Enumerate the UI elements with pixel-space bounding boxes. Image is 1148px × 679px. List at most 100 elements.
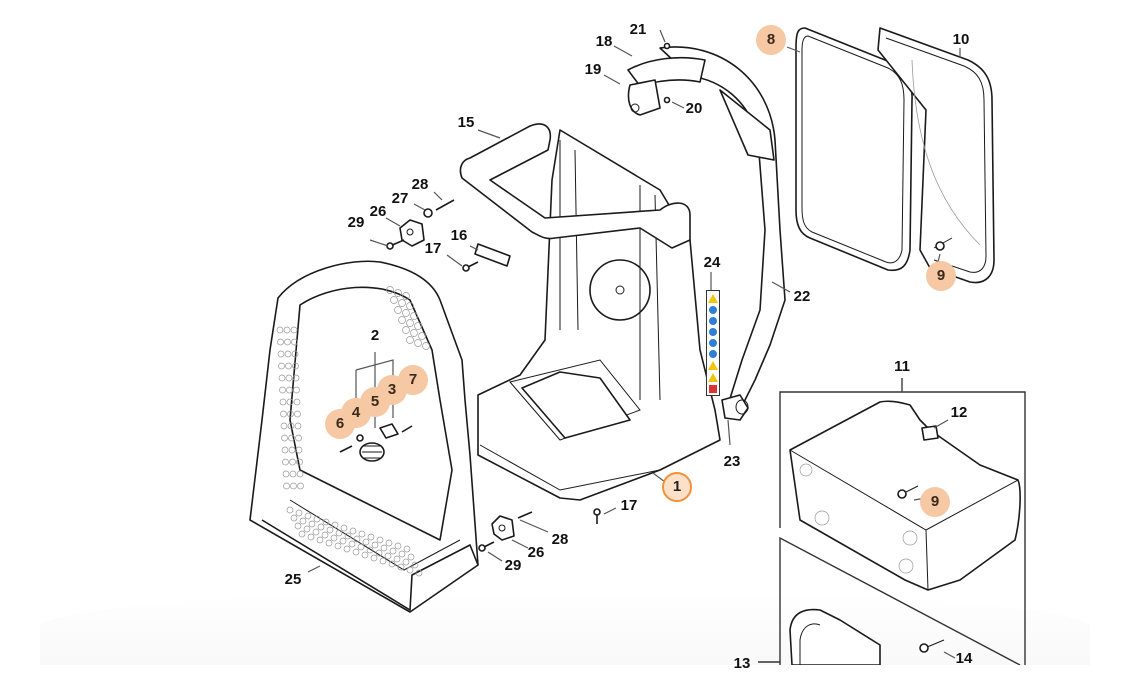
perforation-hole (407, 553, 415, 561)
perforation-hole (325, 539, 333, 547)
perforation-hole (403, 545, 411, 553)
perforation-hole (335, 529, 343, 537)
perforation-hole (280, 422, 288, 430)
callout-17a[interactable]: 17 (424, 240, 442, 257)
callout-24[interactable]: 24 (703, 254, 721, 271)
perforation-hole (316, 536, 324, 544)
perforation-hole (402, 326, 410, 334)
callout-5[interactable]: 5 (360, 387, 390, 417)
part-23-buckle[interactable] (721, 394, 749, 421)
perforation-hole (295, 434, 302, 442)
perforation-hole (295, 509, 303, 517)
callout-25[interactable]: 25 (284, 571, 302, 588)
callout-28a[interactable]: 28 (411, 176, 429, 193)
perforation-hole (398, 299, 406, 307)
part-27-nut[interactable] (423, 208, 433, 218)
callout-12[interactable]: 12 (950, 404, 968, 421)
part-15-handle[interactable] (459, 123, 691, 249)
part-29-bolt-top[interactable] (386, 239, 405, 250)
callout-20[interactable]: 20 (685, 100, 703, 117)
callout-21[interactable]: 21 (629, 21, 647, 38)
part-24-warning-label[interactable] (706, 290, 720, 396)
perforation-hole (371, 541, 379, 549)
perforation-hole (288, 446, 296, 454)
perforation-hole (293, 386, 300, 394)
perforation-hole (418, 332, 426, 340)
part-20-nut[interactable] (663, 96, 671, 104)
callout-10[interactable]: 10 (952, 31, 970, 48)
part-22-strap[interactable] (659, 46, 786, 411)
warning-icon (708, 373, 718, 382)
perforation-hole (411, 561, 419, 569)
callout-26a[interactable]: 26 (369, 203, 387, 220)
floor-shadow (40, 590, 1090, 665)
callout-6[interactable]: 6 (325, 409, 355, 439)
perforation-hole (303, 525, 311, 533)
perforation-hole (313, 515, 321, 523)
part-spring-kit[interactable] (339, 423, 413, 462)
perforation-hole (280, 410, 287, 418)
callout-29b[interactable]: 29 (504, 557, 522, 574)
perforation-hole (406, 302, 414, 310)
perforation-hole (304, 512, 312, 520)
callout-1[interactable]: 1 (662, 472, 692, 502)
perforation-hole (281, 446, 289, 454)
part-28-bolt-bottom[interactable] (517, 511, 533, 519)
perforation-hole (361, 551, 369, 559)
perforation-hole (394, 289, 402, 297)
part-9-rivet-pouch[interactable] (897, 485, 919, 499)
callout-8[interactable]: 8 (756, 25, 786, 55)
callout-27[interactable]: 27 (391, 190, 409, 207)
perforation-hole (330, 534, 338, 542)
part-26-bracket-bottom[interactable] (491, 515, 515, 541)
perforation-hole (284, 338, 291, 346)
callout-29a[interactable]: 29 (347, 214, 365, 231)
callout-19[interactable]: 19 (584, 61, 602, 78)
callout-16[interactable]: 16 (450, 227, 468, 244)
part-18-19-strap-clamp[interactable] (627, 56, 706, 116)
callout-9a[interactable]: 9 (926, 261, 956, 291)
perforation-hole (380, 544, 388, 552)
perforation-hole (370, 554, 378, 562)
callout-14[interactable]: 14 (955, 650, 973, 667)
callout-26b[interactable]: 26 (527, 544, 545, 561)
part-28-bolt-top[interactable] (435, 199, 455, 211)
callout-17b[interactable]: 17 (620, 497, 638, 514)
callout-22[interactable]: 22 (793, 288, 811, 305)
perforation-hole (334, 542, 342, 550)
callout-18[interactable]: 18 (595, 33, 613, 50)
callout-2[interactable]: 2 (370, 327, 380, 344)
callout-7[interactable]: 7 (398, 365, 428, 395)
part-26-bracket-top[interactable] (399, 219, 425, 247)
part-9-rivet-top[interactable] (933, 237, 953, 251)
info-icon (709, 306, 717, 314)
perforation-hole (402, 292, 410, 300)
part-21-screw[interactable] (663, 42, 671, 50)
info-icon (709, 328, 717, 336)
part-29-bolt-bottom[interactable] (478, 541, 495, 552)
callout-9b[interactable]: 9 (920, 487, 950, 517)
callout-28b[interactable]: 28 (551, 531, 569, 548)
warning-icon (708, 361, 718, 370)
perforation-hole (296, 470, 304, 478)
part-17-screw-top[interactable] (462, 261, 479, 272)
part-17-screw-bottom[interactable] (593, 508, 601, 524)
callout-11[interactable]: 11 (894, 358, 910, 375)
perforation-hole (277, 350, 285, 358)
part-1-base-frame[interactable] (477, 129, 721, 501)
perforation-hole (283, 482, 290, 490)
callout-15[interactable]: 15 (457, 114, 475, 131)
part-13-lower-pad[interactable] (789, 608, 881, 665)
perforation-hole (402, 309, 410, 317)
part-14-rivet[interactable] (919, 639, 945, 653)
part-25-guard[interactable] (249, 260, 479, 613)
perforation-hole (331, 521, 339, 529)
perforation-hole (389, 547, 397, 555)
perforation-hole (357, 543, 365, 551)
perforation-hole (295, 446, 303, 454)
part-16-plate[interactable] (474, 243, 511, 267)
callout-13[interactable]: 13 (733, 655, 751, 672)
perforation-hole (358, 530, 366, 538)
part-12-clip[interactable] (921, 425, 939, 441)
callout-23[interactable]: 23 (723, 453, 741, 470)
